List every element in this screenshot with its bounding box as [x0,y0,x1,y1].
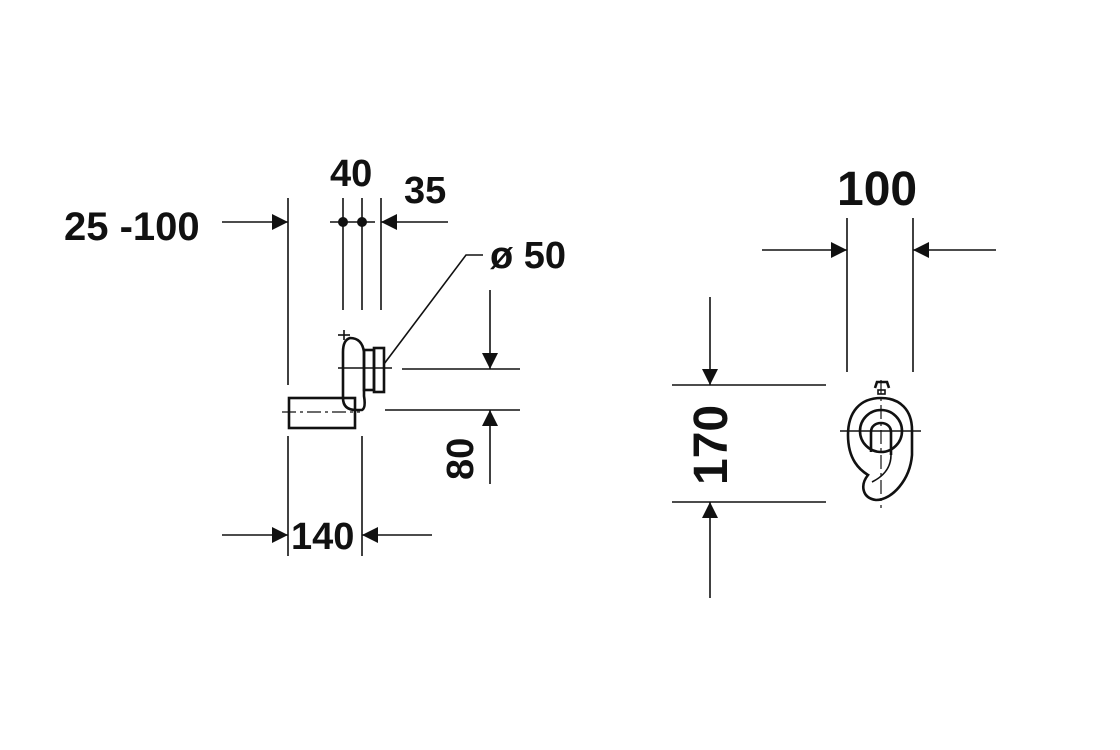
side-view: 25 -100 40 35 ø 50 80 14 [64,153,566,558]
dim-dot [357,217,367,227]
top-tab [873,380,891,389]
dim-dot [338,217,348,227]
dim-top-b-label: 35 [404,170,446,212]
dim-front-width-label: 100 [837,163,917,216]
siphon-side-profile [282,330,392,430]
outer-body [846,396,914,502]
inner-curve [871,454,892,483]
inlet-collar [362,348,376,392]
inlet-flange [372,346,386,394]
dim-front-height-label: 170 [685,405,738,485]
dim-diameter-label: ø 50 [490,235,566,277]
front-view: 100 170 [672,163,996,598]
dim-wall-distance-label: 25 -100 [64,205,200,249]
dim-width-label: 140 [291,516,354,558]
siphon-front-profile [840,380,921,508]
outlet-pipe [287,396,357,430]
leader-line [383,254,483,365]
trap-body [341,336,366,412]
dim-height-label: 80 [440,438,482,480]
dim-top-a-label: 40 [330,153,372,195]
